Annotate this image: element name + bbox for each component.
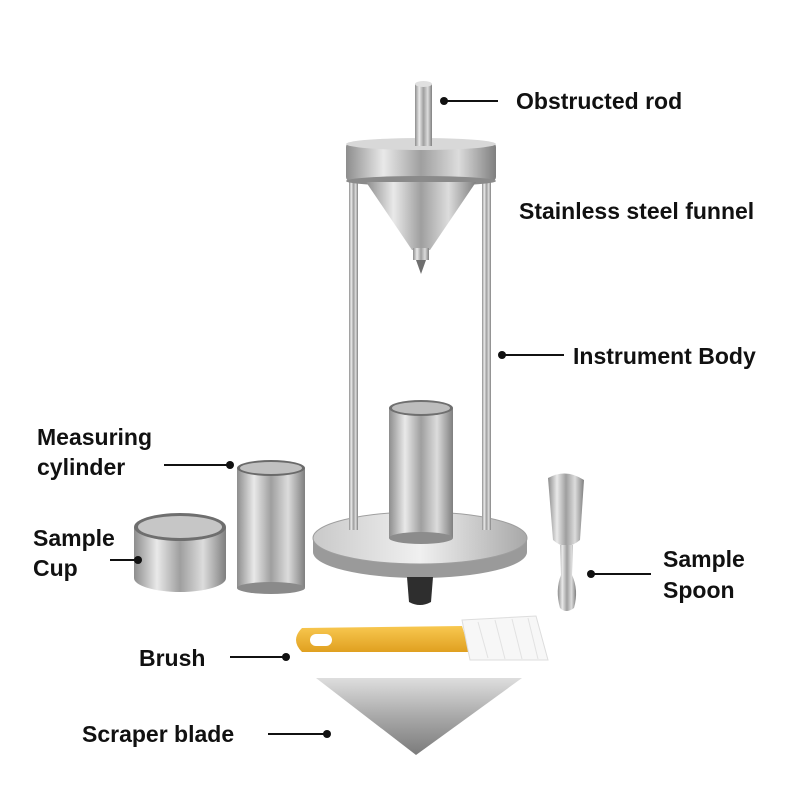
brush: [296, 615, 549, 661]
sample-spoon-line: [591, 573, 651, 575]
measuring-cylinder-dot: [226, 461, 234, 469]
label-measuring-cylinder-line1: Measuring: [37, 424, 153, 450]
measuring-cylinder: [237, 460, 305, 594]
sample-cup: [134, 513, 226, 592]
instrument-body-line: [502, 354, 564, 356]
label-measuring-cylinder-line2: cylinder: [37, 454, 126, 480]
support-rod-left: [349, 180, 358, 530]
label-instrument-body: Instrument Body: [573, 343, 756, 369]
brush-line: [230, 656, 286, 658]
label-sample-spoon-line2: Spoon: [663, 577, 735, 603]
sample-cup-dot: [134, 556, 142, 564]
obstructed-rod-line: [444, 100, 498, 102]
rubber-foot: [407, 577, 433, 605]
measuring-cylinder-line: [164, 464, 230, 466]
label-stainless-steel-funnel: Stainless steel funnel: [519, 198, 755, 224]
label-sample-spoon-line1: Sample: [663, 546, 745, 572]
brush-dot: [282, 653, 290, 661]
label-sample-cup-line1: Sample: [33, 525, 115, 551]
label-brush: Brush: [139, 645, 206, 671]
scraper-blade-line: [268, 733, 327, 735]
scraper-blade-dot: [323, 730, 331, 738]
central-cylinder: [389, 400, 453, 544]
sample-cup-line: [110, 559, 138, 561]
scraper-blade: [316, 678, 522, 755]
label-obstructed-rod: Obstructed rod: [516, 88, 683, 114]
label-scraper-blade: Scraper blade: [82, 721, 235, 747]
stainless-steel-funnel: [366, 182, 476, 274]
sample-spoon: [548, 473, 584, 611]
label-sample-cup-line2: Cup: [33, 555, 78, 581]
obstructed-rod: [415, 81, 432, 146]
support-rod-right: [482, 180, 491, 530]
